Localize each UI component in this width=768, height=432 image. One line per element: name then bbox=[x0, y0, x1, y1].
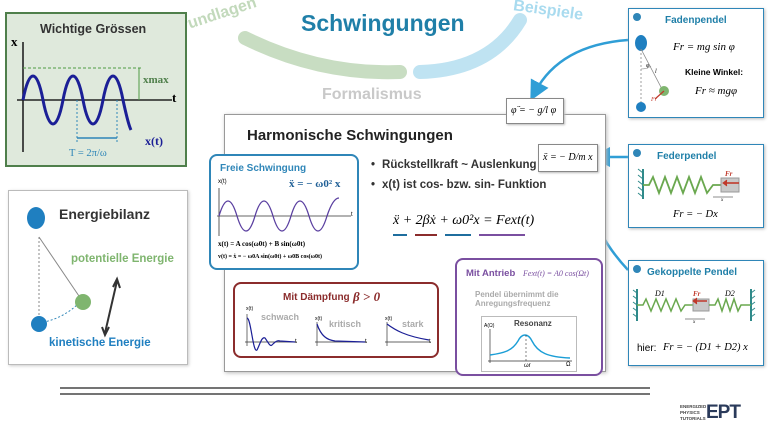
gekoppelt-icon bbox=[633, 265, 641, 273]
ept-logo: ENERGIZED PHYSICS TUTORIALS EPT bbox=[680, 402, 760, 428]
gekoppelt-drawing bbox=[632, 289, 756, 321]
grundlagen-arc bbox=[238, 31, 407, 80]
fadenpendel-title: Fadenpendel bbox=[665, 15, 727, 26]
frei-solution: x(t) = A cos(ω0t) + B sin(ω0t) bbox=[218, 240, 306, 248]
feder-formula: Fr = − Dx bbox=[673, 209, 718, 220]
curve-schwach bbox=[246, 317, 296, 351]
spring-d1 bbox=[637, 297, 693, 313]
federpendel-drawing bbox=[637, 168, 740, 199]
curve-kritisch bbox=[316, 323, 366, 343]
daempfung-title: Mit Dämpfung bbox=[283, 292, 350, 303]
pendulum-top-bob bbox=[27, 207, 45, 229]
faden-l: l bbox=[655, 69, 657, 75]
frei-xt: x(t) bbox=[218, 179, 227, 185]
frei-curve bbox=[218, 197, 340, 232]
resonanz-a-label: A(Ω) bbox=[484, 323, 495, 329]
groessen-box: Wichtige Grössen x t xmax x(t) T = 2π/ω bbox=[5, 12, 187, 167]
antrieb-force: Fext(t) = A0 cos(Ωt) bbox=[523, 269, 589, 278]
formalismus-label: Formalismus bbox=[322, 86, 422, 103]
antrieb-text: Pendel übernimmt die Anregungsfrequenz bbox=[475, 290, 559, 309]
page-title: Schwingungen bbox=[301, 10, 465, 36]
axis-x-label: x bbox=[11, 34, 18, 49]
resonanz-plot-box: Resonanz A(Ω) Ω ωr bbox=[481, 316, 577, 372]
fadenpendel-box: Fadenpendel φ l Fr Fr = mg sin φ Kleine … bbox=[628, 8, 764, 118]
gekoppelt-d1: D1 bbox=[655, 289, 665, 298]
kinetic-label: kinetische Energie bbox=[49, 337, 151, 349]
federpendel-title: Federpendel bbox=[657, 151, 717, 162]
gekoppelt-d2: D2 bbox=[725, 289, 735, 298]
beispiele-arc bbox=[413, 13, 527, 79]
frei-equation: ẍ = − ω0² x bbox=[289, 178, 341, 190]
fadenpendel-icon bbox=[633, 13, 641, 21]
daempfung-plots bbox=[245, 314, 431, 351]
resonanz-omega-r: ωr bbox=[524, 363, 531, 369]
frei-t: t bbox=[351, 212, 353, 218]
phi-equation: φ̈ = − g/l φ bbox=[511, 105, 557, 116]
gekoppelt-title: Gekoppelte Pendel bbox=[647, 267, 738, 278]
logo-line3: TUTORIALS bbox=[680, 416, 706, 421]
daempfung-label-schwach: schwach bbox=[261, 312, 300, 322]
pendulum-green-bob bbox=[75, 294, 91, 310]
gekoppelt-box: Gekoppelte Pendel D1 D2 Fr x hier: Fr = … bbox=[628, 260, 764, 366]
gekoppelt-prefix: hier: bbox=[637, 343, 657, 354]
bullet-cos-sin: x(t) ist cos- bzw. sin- Funktion bbox=[371, 179, 546, 191]
logo-line1: ENERGIZED bbox=[680, 404, 707, 409]
frei-velocity: v(t) = ẋ = − ω0A sin(ω0t) + ω0B cos(ω0t) bbox=[218, 254, 323, 260]
logo-mark: EPT bbox=[706, 402, 741, 423]
energie-title: Energiebilanz bbox=[59, 206, 151, 222]
gekoppelt-fr: Fr bbox=[693, 290, 701, 298]
faden-approx: Fr ≈ mgφ bbox=[695, 85, 738, 97]
federpendel-icon bbox=[633, 149, 641, 157]
logo-line2: PHYSICS bbox=[680, 410, 700, 415]
feder-spring bbox=[643, 174, 721, 196]
resonanz-plot bbox=[488, 329, 572, 363]
daempfung-xt-3: x(t) bbox=[385, 316, 393, 322]
frei-title: Freie Schwingung bbox=[220, 163, 307, 174]
daempfung-xt-2: x(t) bbox=[315, 316, 323, 322]
faden-phi: φ bbox=[646, 63, 650, 69]
pendulum-bottom-bob bbox=[31, 316, 47, 332]
spring-d2 bbox=[709, 296, 751, 314]
federpendel-box: Federpendel Fr x Fr = − Dx bbox=[628, 144, 764, 228]
fadenpendel-drawing bbox=[635, 35, 669, 112]
x-equation: ẍ = − D/m x bbox=[543, 152, 593, 163]
x-equation-box: ẍ = − D/m x bbox=[538, 144, 598, 172]
potential-label: potentielle Energie bbox=[71, 253, 174, 265]
period-label: T = 2π/ω bbox=[69, 148, 107, 159]
frei-box: Freie Schwingung ẍ = − ω0² x x(t) t x(t)… bbox=[209, 154, 359, 270]
harmonic-title: Harmonische Schwingungen bbox=[247, 127, 453, 144]
arrow-fadenpendel bbox=[530, 38, 629, 101]
phi-equation-box: φ̈ = − g/l φ bbox=[506, 98, 564, 124]
gekoppelt-x: x bbox=[693, 320, 696, 325]
bullet-rueckstellkraft: Rückstellkraft ~ Auslenkung bbox=[371, 159, 537, 171]
daempfung-label-stark: stark bbox=[402, 319, 424, 329]
antrieb-box: Mit Antrieb Fext(t) = A0 cos(Ωt) Pendel … bbox=[455, 258, 603, 376]
gekoppelt-formula: Fr = − (D1 + D2) x bbox=[663, 342, 748, 353]
antrieb-title: Mit Antrieb bbox=[466, 268, 516, 279]
frei-plot bbox=[217, 188, 351, 236]
xmax-label: xmax bbox=[143, 74, 169, 86]
curve-stark bbox=[386, 323, 430, 341]
daempfung-condition: β > 0 bbox=[353, 289, 381, 304]
axis-t-label: t bbox=[172, 90, 177, 105]
daempfung-label-kritisch: kritisch bbox=[329, 319, 362, 329]
energie-pendulum bbox=[27, 207, 121, 338]
faden-formula: Fr = mg sin φ bbox=[673, 41, 735, 53]
faden-fr: Fr bbox=[651, 97, 657, 103]
main-equation: ẍ + 2βẋ + ω0²x = Fext(t) bbox=[393, 213, 535, 228]
groessen-title: Wichtige Grössen bbox=[40, 22, 147, 36]
feder-fr: Fr bbox=[725, 170, 733, 178]
energie-box: Energiebilanz potentielle Energie kineti… bbox=[8, 190, 188, 365]
feder-x: x bbox=[721, 198, 724, 203]
resonanz-curve bbox=[489, 334, 571, 359]
resonanz-title: Resonanz bbox=[514, 319, 552, 328]
daempfung-xt-1: x(t) bbox=[246, 306, 254, 312]
faden-small-angle: Kleine Winkel: bbox=[685, 67, 744, 77]
sine-curve bbox=[21, 74, 133, 131]
resonanz-omega-label: Ω bbox=[566, 362, 571, 368]
equation-underlines bbox=[393, 234, 525, 236]
daempfung-box: Mit Dämpfung β > 0 schwach kritisch star… bbox=[233, 282, 439, 358]
xt-label: x(t) bbox=[145, 134, 163, 148]
groessen-plot bbox=[17, 42, 172, 152]
